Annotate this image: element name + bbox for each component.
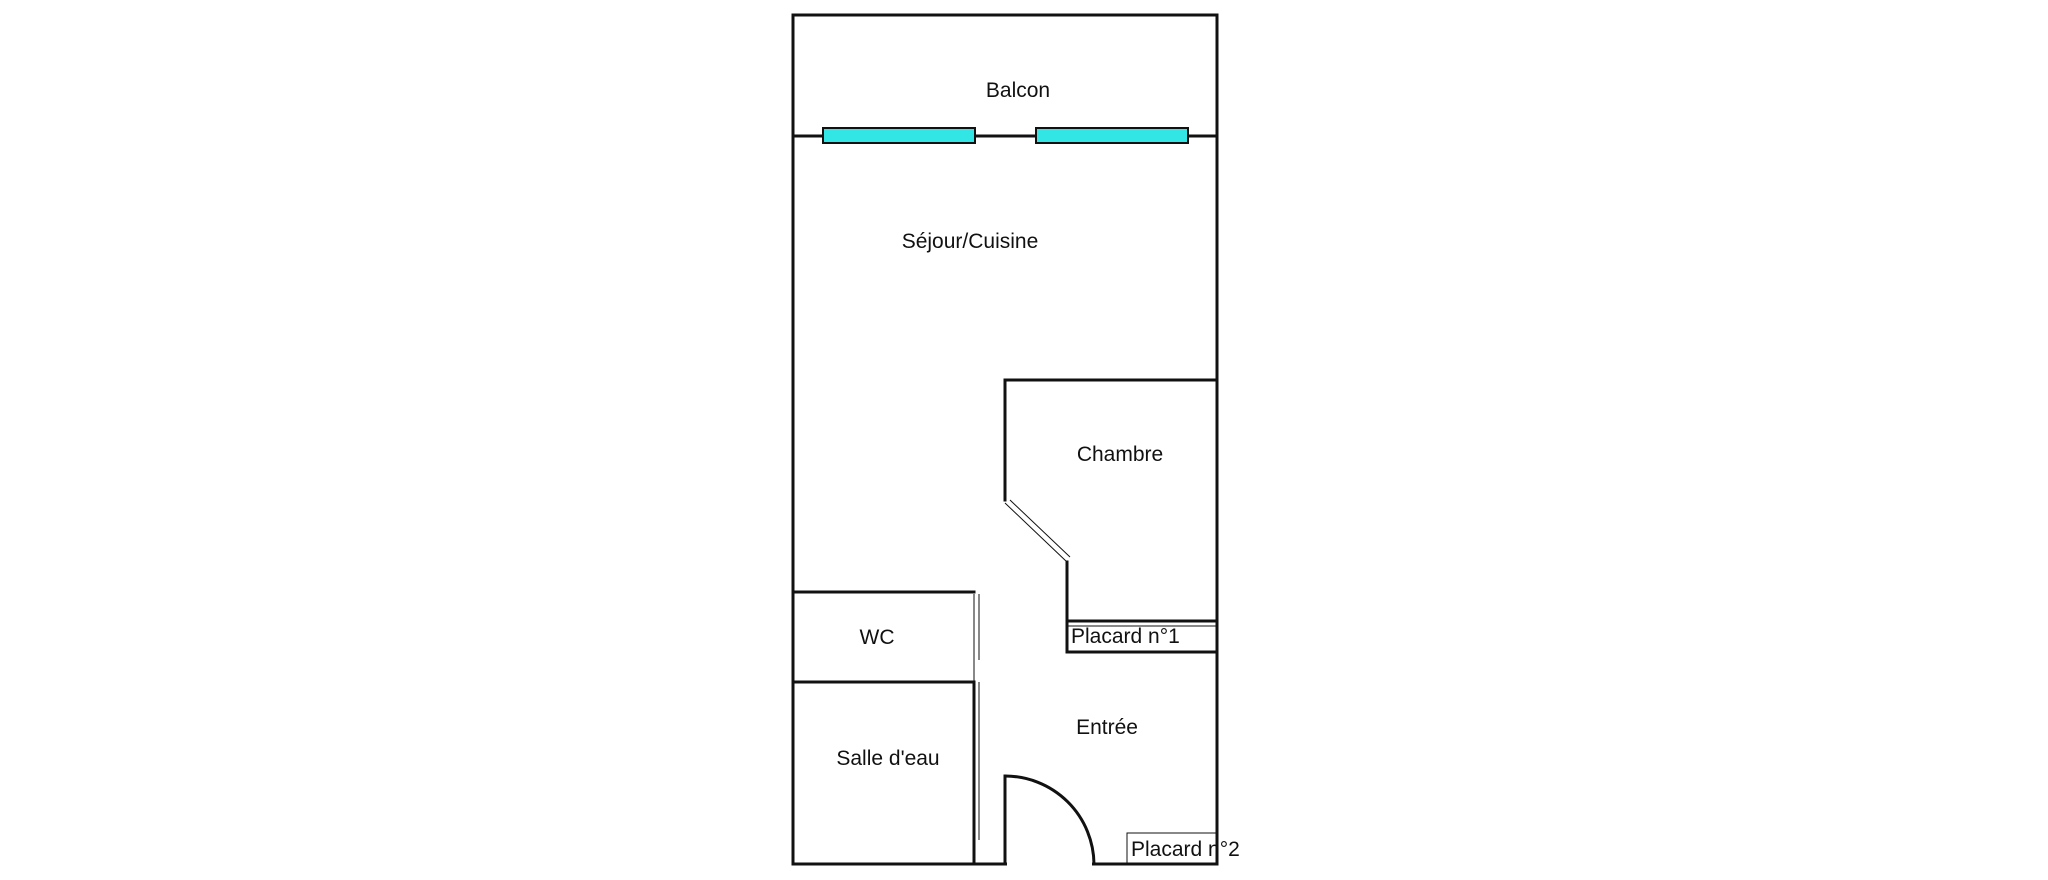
window-right	[1035, 127, 1189, 144]
label-sejour-cuisine: Séjour/Cuisine	[902, 230, 1039, 253]
label-placard1: Placard n°1	[1071, 625, 1180, 648]
label-entree: Entrée	[1076, 716, 1138, 739]
chambre-wall	[1003, 378, 1219, 502]
window-left	[822, 127, 976, 144]
placard2-box	[1126, 832, 1218, 865]
chambre-lower-wall	[1065, 560, 1219, 654]
label-salle-eau: Salle d'eau	[836, 747, 939, 770]
chambre-door-inner	[1009, 499, 1071, 558]
label-placard2: Placard n°2	[1131, 838, 1240, 861]
entrance-door-arc	[1003, 774, 1096, 866]
label-balcon: Balcon	[986, 79, 1050, 102]
label-chambre: Chambre	[1077, 443, 1163, 466]
label-wc: WC	[860, 626, 895, 649]
chambre-door	[1004, 502, 1068, 563]
